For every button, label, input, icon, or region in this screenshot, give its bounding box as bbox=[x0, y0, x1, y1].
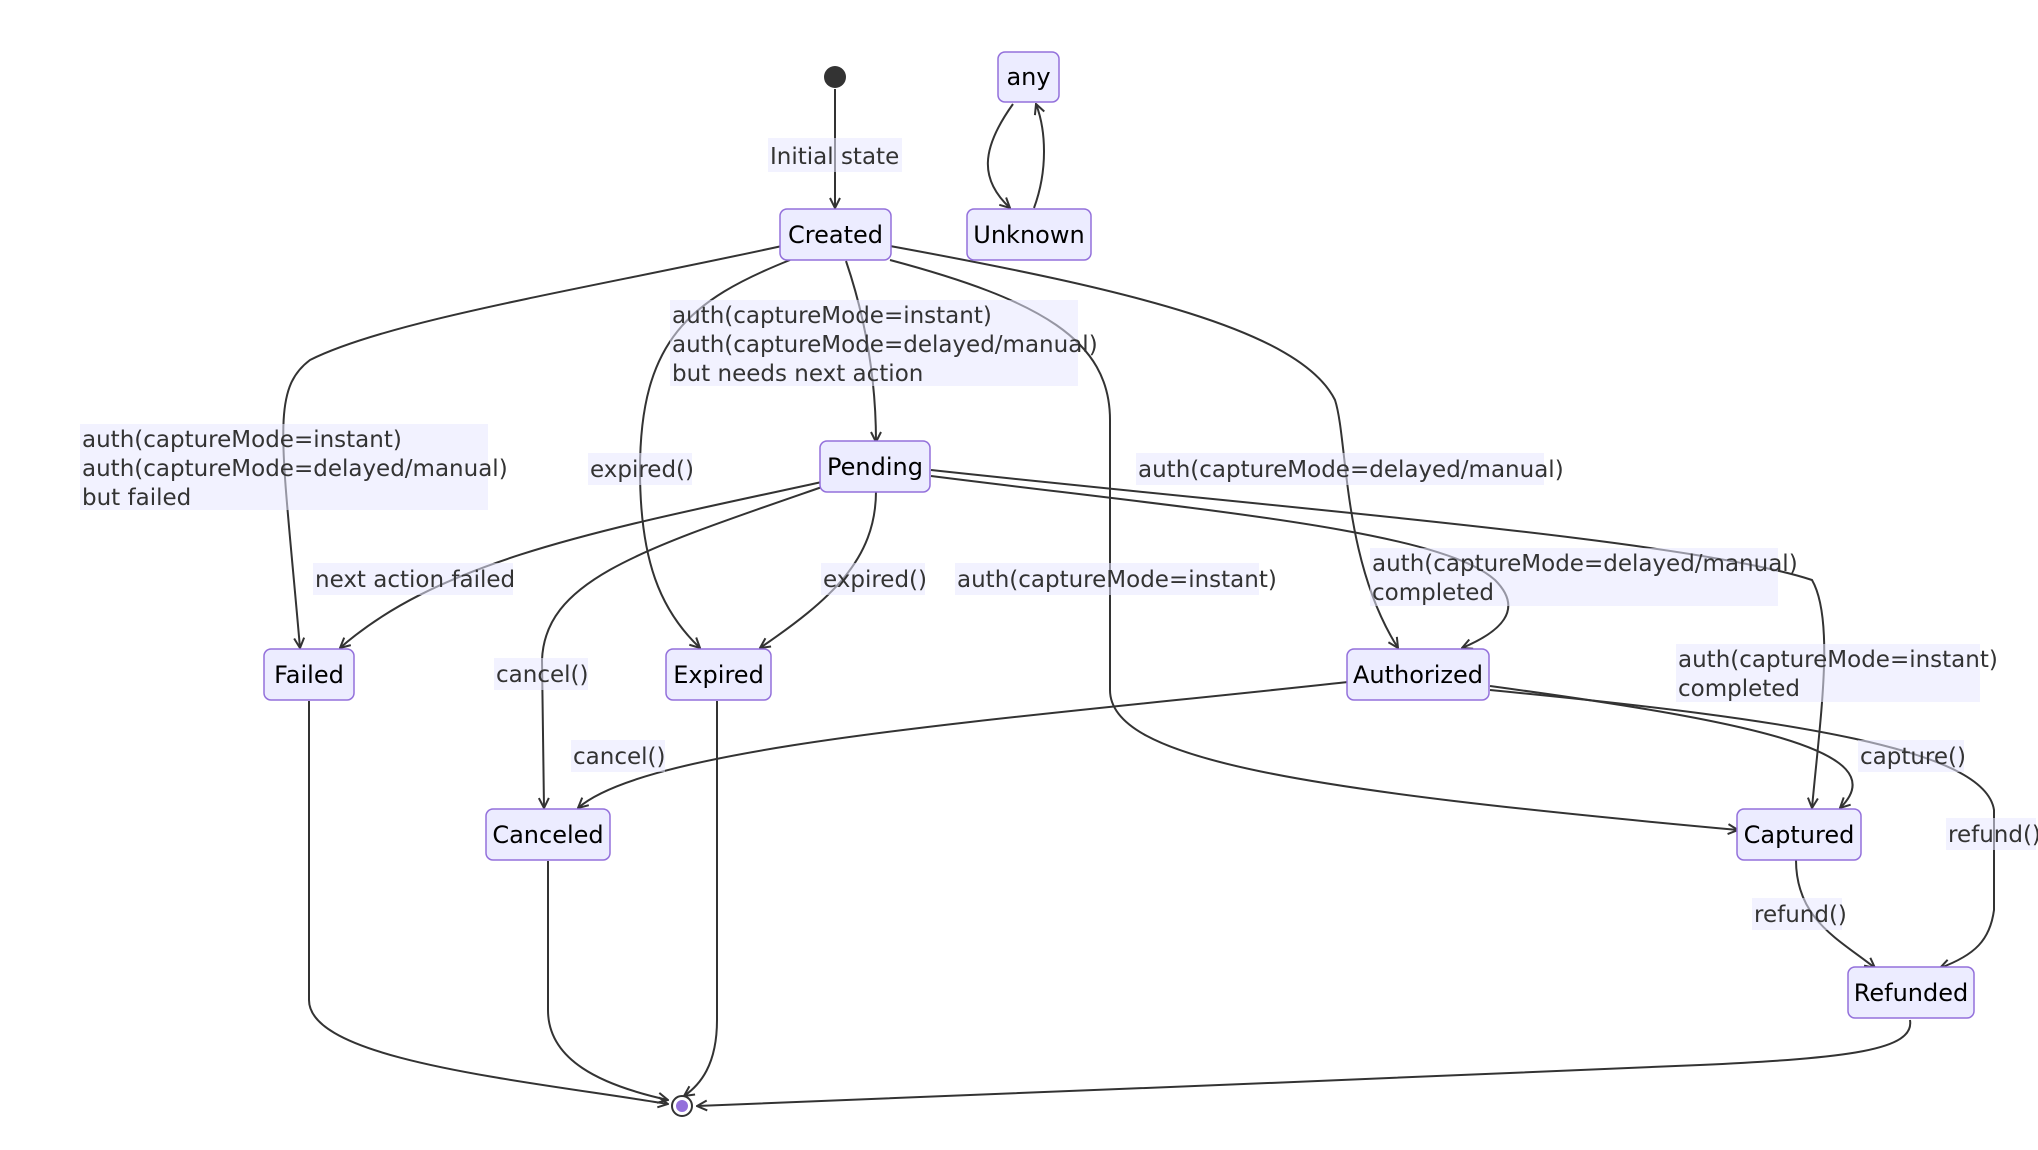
svg-text:cancel(): cancel() bbox=[496, 662, 588, 688]
svg-text:auth(captureMode=delayed/manua: auth(captureMode=delayed/manual) bbox=[1138, 457, 1564, 483]
state-any-label: any bbox=[1006, 63, 1050, 91]
state-canceled[interactable]: Canceled bbox=[485, 808, 611, 861]
label-authorized-to-canceled: cancel() bbox=[571, 740, 665, 772]
edge-pending-to-canceled bbox=[542, 486, 823, 808]
initial-state-marker bbox=[824, 66, 846, 88]
svg-text:refund(): refund() bbox=[1754, 902, 1847, 928]
edge-refunded-to-end bbox=[697, 1019, 1912, 1106]
state-captured[interactable]: Captured bbox=[1736, 808, 1862, 861]
svg-text:auth(captureMode=instant): auth(captureMode=instant) bbox=[1678, 647, 1998, 673]
edge-authorized-to-canceled bbox=[578, 681, 1349, 808]
state-pending-label: Pending bbox=[827, 453, 923, 481]
svg-text:auth(captureMode=instant): auth(captureMode=instant) bbox=[957, 567, 1277, 593]
edge-unknown-to-any bbox=[1033, 104, 1044, 209]
svg-text:cancel(): cancel() bbox=[573, 744, 665, 770]
svg-text:but failed: but failed bbox=[82, 485, 191, 511]
edge-expired-to-end bbox=[684, 701, 718, 1096]
label-pending-to-expired: expired() bbox=[821, 563, 927, 595]
svg-text:auth(captureMode=instant): auth(captureMode=instant) bbox=[672, 303, 992, 329]
svg-text:auth(captureMode=instant): auth(captureMode=instant) bbox=[82, 427, 402, 453]
label-created-to-failed: auth(captureMode=instant) auth(captureMo… bbox=[80, 424, 508, 511]
state-expired-label: Expired bbox=[673, 661, 764, 689]
state-created-label: Created bbox=[788, 221, 883, 249]
svg-text:completed: completed bbox=[1372, 580, 1494, 606]
state-created[interactable]: Created bbox=[779, 208, 892, 261]
label-pending-to-authorized: auth(captureMode=delayed/manual) complet… bbox=[1370, 548, 1798, 606]
state-canceled-label: Canceled bbox=[492, 821, 603, 849]
edge-pending-to-captured bbox=[930, 469, 1826, 808]
edge-authorized-to-captured bbox=[1489, 685, 1854, 808]
label-pending-to-failed: next action failed bbox=[313, 563, 515, 595]
label-pending-to-canceled: cancel() bbox=[494, 658, 588, 690]
svg-text:completed: completed bbox=[1678, 676, 1800, 702]
edge-pending-to-failed bbox=[340, 481, 823, 648]
svg-text:expired(): expired() bbox=[823, 567, 927, 593]
final-state-marker bbox=[671, 1095, 693, 1117]
label-created-to-pending: auth(captureMode=instant) auth(captureMo… bbox=[670, 300, 1098, 387]
label-authorized-to-refunded: refund() bbox=[1946, 818, 2038, 850]
svg-text:auth(captureMode=delayed/manua: auth(captureMode=delayed/manual) bbox=[672, 332, 1098, 358]
state-failed-label: Failed bbox=[274, 661, 344, 689]
state-refunded[interactable]: Refunded bbox=[1847, 966, 1975, 1019]
state-expired[interactable]: Expired bbox=[665, 648, 772, 701]
svg-text:Initial state: Initial state bbox=[770, 144, 899, 170]
label-created-to-captured: auth(captureMode=instant) bbox=[955, 563, 1277, 595]
label-created-to-expired: expired() bbox=[588, 453, 694, 485]
state-authorized-label: Authorized bbox=[1353, 661, 1483, 689]
svg-text:expired(): expired() bbox=[590, 457, 694, 483]
label-captured-to-refunded: refund() bbox=[1752, 898, 1847, 930]
edge-canceled-to-end bbox=[547, 861, 668, 1100]
svg-text:auth(captureMode=delayed/manua: auth(captureMode=delayed/manual) bbox=[82, 456, 508, 482]
svg-text:next action failed: next action failed bbox=[315, 567, 515, 593]
label-initial-state: Initial state bbox=[768, 138, 902, 172]
state-unknown[interactable]: Unknown bbox=[966, 208, 1092, 261]
svg-text:refund(): refund() bbox=[1948, 822, 2038, 848]
label-pending-to-captured: auth(captureMode=instant) completed bbox=[1676, 644, 1998, 702]
edge-created-to-authorized bbox=[889, 245, 1398, 648]
state-pending[interactable]: Pending bbox=[819, 440, 931, 493]
state-any[interactable]: any bbox=[997, 51, 1060, 103]
edge-failed-to-end bbox=[308, 701, 668, 1104]
label-created-to-authorized: auth(captureMode=delayed/manual) bbox=[1136, 453, 1564, 485]
edge-authorized-to-refunded bbox=[1489, 689, 1995, 968]
state-authorized[interactable]: Authorized bbox=[1346, 648, 1490, 701]
edge-labels: Initial state auth(captureMode=instant) … bbox=[80, 138, 2038, 930]
state-refunded-label: Refunded bbox=[1854, 979, 1968, 1007]
state-failed[interactable]: Failed bbox=[263, 648, 355, 701]
svg-text:auth(captureMode=delayed/manua: auth(captureMode=delayed/manual) bbox=[1372, 551, 1798, 577]
label-authorized-to-captured: capture() bbox=[1858, 740, 1966, 772]
state-unknown-label: Unknown bbox=[973, 221, 1084, 249]
state-captured-label: Captured bbox=[1744, 821, 1855, 849]
svg-text:capture(): capture() bbox=[1860, 744, 1966, 770]
svg-text:but needs next action: but needs next action bbox=[672, 361, 923, 387]
edge-any-to-unknown bbox=[986, 103, 1014, 208]
